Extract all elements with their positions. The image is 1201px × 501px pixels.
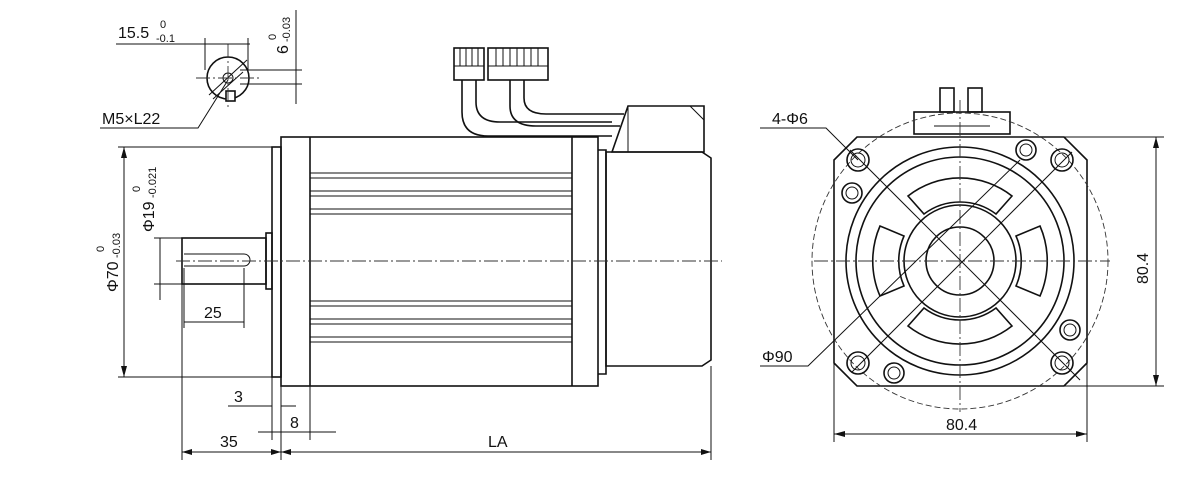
diagonal-line [851,151,1073,373]
shaft-dia-dim: Φ19 0 -0.021 [131,167,159,232]
pcd-leader [760,159,1021,367]
flange-dia-label: Φ70 [105,261,122,292]
connector-pin [967,87,983,113]
keyway-depth-dim: 6 0 -0.03 [267,17,293,54]
thread-leader [100,79,229,129]
keyway-slot [225,90,236,102]
flange-dia-tol-upper: 0 [95,246,107,252]
height-dim: 80.4 [1135,253,1152,284]
flange-dia-dim: Φ70 0 -0.03 [95,233,123,292]
keyway-width-label: 15.5 [118,25,149,42]
shaft-end-detail: 15.5 0 -0.1 6 0 -0.03 M5×L22 [100,10,302,129]
shaft-keyway [184,253,251,267]
cooling-fins [310,172,572,343]
keyway-depth-tol-upper: 0 [267,34,279,40]
width-label: 80.4 [946,417,977,434]
thread-label: M5×L22 [102,111,160,128]
section-hatch [212,71,244,100]
flange-dia-tol-lower: -0.03 [111,233,123,258]
motor-front-view: 4-Φ6 Φ90 80.4 80.4 [760,87,1164,442]
mounting-holes [841,139,1081,384]
cables [461,80,624,137]
flange-plate [271,146,282,378]
flange-step-label: 3 [234,389,243,406]
pcd-label: Φ90 [762,349,793,366]
encoder-housing [605,151,712,367]
keyway-width-tol-lower: -0.1 [156,33,175,45]
diagonal-line [849,149,1081,381]
connector-box [610,105,705,153]
shaft-dia-label: Φ19 [141,201,158,232]
height-label: 80.4 [1135,253,1152,284]
rear-cap [598,149,607,375]
connector-plug-large [487,47,549,81]
hole-spec-label: 4-Φ6 [772,111,808,128]
keyway-depth-tol-lower: -0.03 [281,17,293,42]
flange-thickness-label: 8 [290,415,299,432]
shaft-length-label: 35 [220,434,238,451]
keyway-width-tol-upper: 0 [160,19,166,31]
key-length-label: 25 [204,305,222,322]
connector-pin [939,87,955,113]
connector-block [913,111,1011,135]
keyway-depth-label: 6 [275,45,292,54]
shaft-dia-tol-lower: -0.021 [147,167,159,198]
housing-ribs [871,177,1049,345]
motor-side-view: Φ70 0 -0.03 Φ19 0 -0.021 25 3 8 [95,47,722,460]
shaft-dia-tol-upper: 0 [131,186,143,192]
body-length-label: LA [488,434,508,451]
motor-body [280,136,599,387]
hole-leader [760,127,859,161]
connector-plug-small [453,47,485,81]
